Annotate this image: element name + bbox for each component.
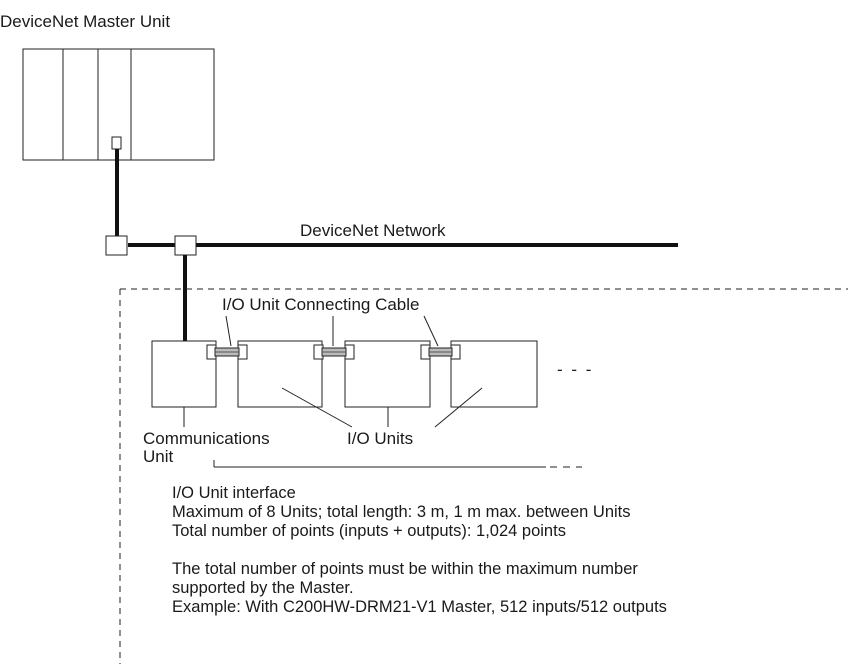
max-units-note: Maximum of 8 Units; total length: 3 m, 1…: [172, 503, 631, 521]
master-unit-label: DeviceNet Master Unit: [0, 12, 171, 31]
io-unit-1: [237, 340, 323, 408]
tap-box-master: [105, 235, 128, 256]
communications-unit-label-line2: Unit: [143, 447, 174, 466]
unit-label-leaders: [183, 387, 483, 428]
connecting-cable-label: I/O Unit Connecting Cable: [222, 295, 420, 314]
io-units-label: I/O Units: [347, 429, 414, 448]
total-points-note: Total number of points (inputs + outputs…: [172, 522, 566, 540]
io-connecting-cable-1: [206, 344, 248, 360]
io-unit-2: [344, 340, 431, 408]
master-port: [111, 136, 122, 150]
tap-box-comm: [174, 235, 197, 256]
example-note: Example: With C200HW-DRM21-V1 Master, 51…: [172, 598, 667, 616]
communications-unit-label-line1: Communications: [143, 429, 270, 448]
master-unit: [22, 48, 215, 161]
within-max-note-line2: supported by the Master.: [172, 579, 354, 597]
io-connecting-cable-2: [313, 344, 355, 360]
network-label: DeviceNet Network: [300, 221, 446, 240]
cable-label-leaders: [225, 315, 439, 347]
io-connecting-cable-3: [420, 344, 461, 360]
io-unit-3: [450, 340, 538, 408]
communications-unit: [151, 340, 217, 408]
more-units-ellipsis: - - -: [557, 360, 594, 379]
within-max-note-line1: The total number of points must be withi…: [172, 560, 638, 578]
interface-title: I/O Unit interface: [172, 484, 296, 502]
